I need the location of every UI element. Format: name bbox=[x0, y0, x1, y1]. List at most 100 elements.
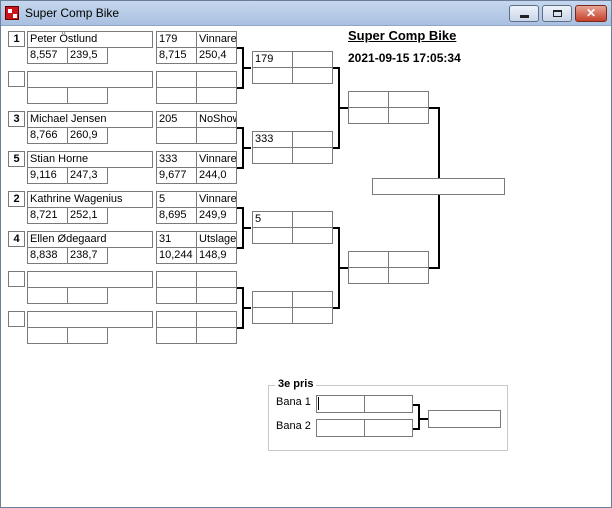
reaction-time-field[interactable] bbox=[27, 327, 68, 344]
quarter-time-field[interactable] bbox=[252, 291, 293, 308]
run-time-field[interactable] bbox=[156, 271, 197, 288]
result-field[interactable] bbox=[196, 311, 237, 328]
lane-1-label: Bana 1 bbox=[276, 396, 311, 408]
elapsed-time-field[interactable]: 8,695 bbox=[156, 207, 197, 224]
reaction-time-field[interactable]: 8,838 bbox=[27, 247, 68, 264]
maximize-button[interactable] bbox=[542, 5, 572, 22]
mph-field[interactable]: 250,4 bbox=[196, 47, 237, 64]
result-field[interactable]: Utslagen bbox=[196, 231, 237, 248]
quarter-time-field[interactable]: 333 bbox=[252, 131, 293, 148]
third-place-winner-field[interactable] bbox=[428, 410, 501, 428]
mph-field[interactable] bbox=[196, 127, 237, 144]
connector bbox=[418, 418, 428, 420]
quarter-et-field[interactable] bbox=[252, 307, 293, 324]
run-time-field[interactable]: 5 bbox=[156, 191, 197, 208]
quarter-et-field[interactable] bbox=[252, 227, 293, 244]
result-field[interactable] bbox=[196, 71, 237, 88]
speed-field[interactable] bbox=[67, 287, 108, 304]
semi-et-field[interactable] bbox=[348, 267, 389, 284]
close-button[interactable]: ✕ bbox=[575, 5, 607, 22]
reaction-time-field[interactable] bbox=[27, 87, 68, 104]
quarter-result-field[interactable] bbox=[292, 131, 333, 148]
lane-2-time-field[interactable] bbox=[316, 419, 365, 437]
run-time-field[interactable]: 31 bbox=[156, 231, 197, 248]
reaction-time-field[interactable]: 9,116 bbox=[27, 167, 68, 184]
speed-field[interactable]: 252,1 bbox=[67, 207, 108, 224]
speed-field[interactable] bbox=[67, 327, 108, 344]
semi-time-field[interactable] bbox=[348, 91, 389, 108]
racer-name-field[interactable]: Stian Horne bbox=[27, 151, 153, 168]
racer-name-field[interactable]: Kathrine Wagenius bbox=[27, 191, 153, 208]
semi-result-field[interactable] bbox=[388, 251, 429, 268]
elapsed-time-field[interactable] bbox=[156, 87, 197, 104]
reaction-time-field[interactable]: 8,721 bbox=[27, 207, 68, 224]
semi-mph-field[interactable] bbox=[388, 267, 429, 284]
quarter-mph-field[interactable] bbox=[292, 147, 333, 164]
bracket-connector bbox=[333, 67, 339, 69]
elapsed-time-field[interactable]: 10,244 bbox=[156, 247, 197, 264]
quarter-time-field[interactable]: 179 bbox=[252, 51, 293, 68]
result-field[interactable]: Vinnare bbox=[196, 31, 237, 48]
quarter-mph-field[interactable] bbox=[292, 67, 333, 84]
speed-field[interactable]: 247,3 bbox=[67, 167, 108, 184]
reaction-time-field[interactable]: 8,766 bbox=[27, 127, 68, 144]
quarter-time-field[interactable]: 5 bbox=[252, 211, 293, 228]
lane-1-time-field[interactable] bbox=[316, 395, 365, 413]
semi-result-field[interactable] bbox=[388, 91, 429, 108]
result-field[interactable]: Vinnare bbox=[196, 151, 237, 168]
lane-2-result-field[interactable] bbox=[364, 419, 413, 437]
run-time-field[interactable]: 333 bbox=[156, 151, 197, 168]
result-field[interactable] bbox=[196, 271, 237, 288]
quarter-et-field[interactable] bbox=[252, 147, 293, 164]
bracket-connector bbox=[333, 227, 339, 229]
racer-name-field[interactable] bbox=[27, 311, 153, 328]
reaction-time-field[interactable]: 8,557 bbox=[27, 47, 68, 64]
event-heading: Super Comp Bike bbox=[348, 28, 457, 43]
title-bar[interactable]: Super Comp Bike ✕ bbox=[1, 1, 611, 26]
run-time-field[interactable] bbox=[156, 311, 197, 328]
elapsed-time-field[interactable] bbox=[156, 127, 197, 144]
run-time-field[interactable] bbox=[156, 71, 197, 88]
run-time-field[interactable]: 205 bbox=[156, 111, 197, 128]
reaction-time-field[interactable] bbox=[27, 287, 68, 304]
mph-field[interactable] bbox=[196, 87, 237, 104]
racer-name-field[interactable]: Ellen Ødegaard bbox=[27, 231, 153, 248]
racer-name-field[interactable] bbox=[27, 71, 153, 88]
result-field[interactable]: Vinnare bbox=[196, 191, 237, 208]
bracket-connector bbox=[242, 227, 251, 229]
elapsed-time-field[interactable] bbox=[156, 287, 197, 304]
racer-name-field[interactable] bbox=[27, 271, 153, 288]
speed-field[interactable]: 238,7 bbox=[67, 247, 108, 264]
bracket-connector bbox=[429, 267, 439, 269]
quarter-result-field[interactable] bbox=[292, 51, 333, 68]
elapsed-time-field[interactable]: 8,715 bbox=[156, 47, 197, 64]
mph-field[interactable]: 148,9 bbox=[196, 247, 237, 264]
run-time-field[interactable]: 179 bbox=[156, 31, 197, 48]
connector bbox=[413, 428, 419, 430]
semi-time-field[interactable] bbox=[348, 251, 389, 268]
speed-field[interactable] bbox=[67, 87, 108, 104]
speed-field[interactable]: 260,9 bbox=[67, 127, 108, 144]
quarter-result-field[interactable] bbox=[292, 211, 333, 228]
quarter-et-field[interactable] bbox=[252, 67, 293, 84]
semi-et-field[interactable] bbox=[348, 107, 389, 124]
quarter-mph-field[interactable] bbox=[292, 227, 333, 244]
quarter-result-field[interactable] bbox=[292, 291, 333, 308]
mph-field[interactable] bbox=[196, 327, 237, 344]
quarter-mph-field[interactable] bbox=[292, 307, 333, 324]
lane-1-result-field[interactable] bbox=[364, 395, 413, 413]
mph-field[interactable]: 249,9 bbox=[196, 207, 237, 224]
semi-mph-field[interactable] bbox=[388, 107, 429, 124]
speed-field[interactable]: 239,5 bbox=[67, 47, 108, 64]
elapsed-time-field[interactable]: 9,677 bbox=[156, 167, 197, 184]
elapsed-time-field[interactable] bbox=[156, 327, 197, 344]
mph-field[interactable]: 244,0 bbox=[196, 167, 237, 184]
mph-field[interactable] bbox=[196, 287, 237, 304]
bracket-connector bbox=[237, 47, 243, 49]
event-datetime: 2021-09-15 17:05:34 bbox=[348, 51, 461, 65]
racer-name-field[interactable]: Peter Östlund bbox=[27, 31, 153, 48]
final-winner-field[interactable] bbox=[372, 178, 505, 195]
racer-name-field[interactable]: Michael Jensen bbox=[27, 111, 153, 128]
result-field[interactable]: NoShow bbox=[196, 111, 237, 128]
minimize-button[interactable] bbox=[509, 5, 539, 22]
